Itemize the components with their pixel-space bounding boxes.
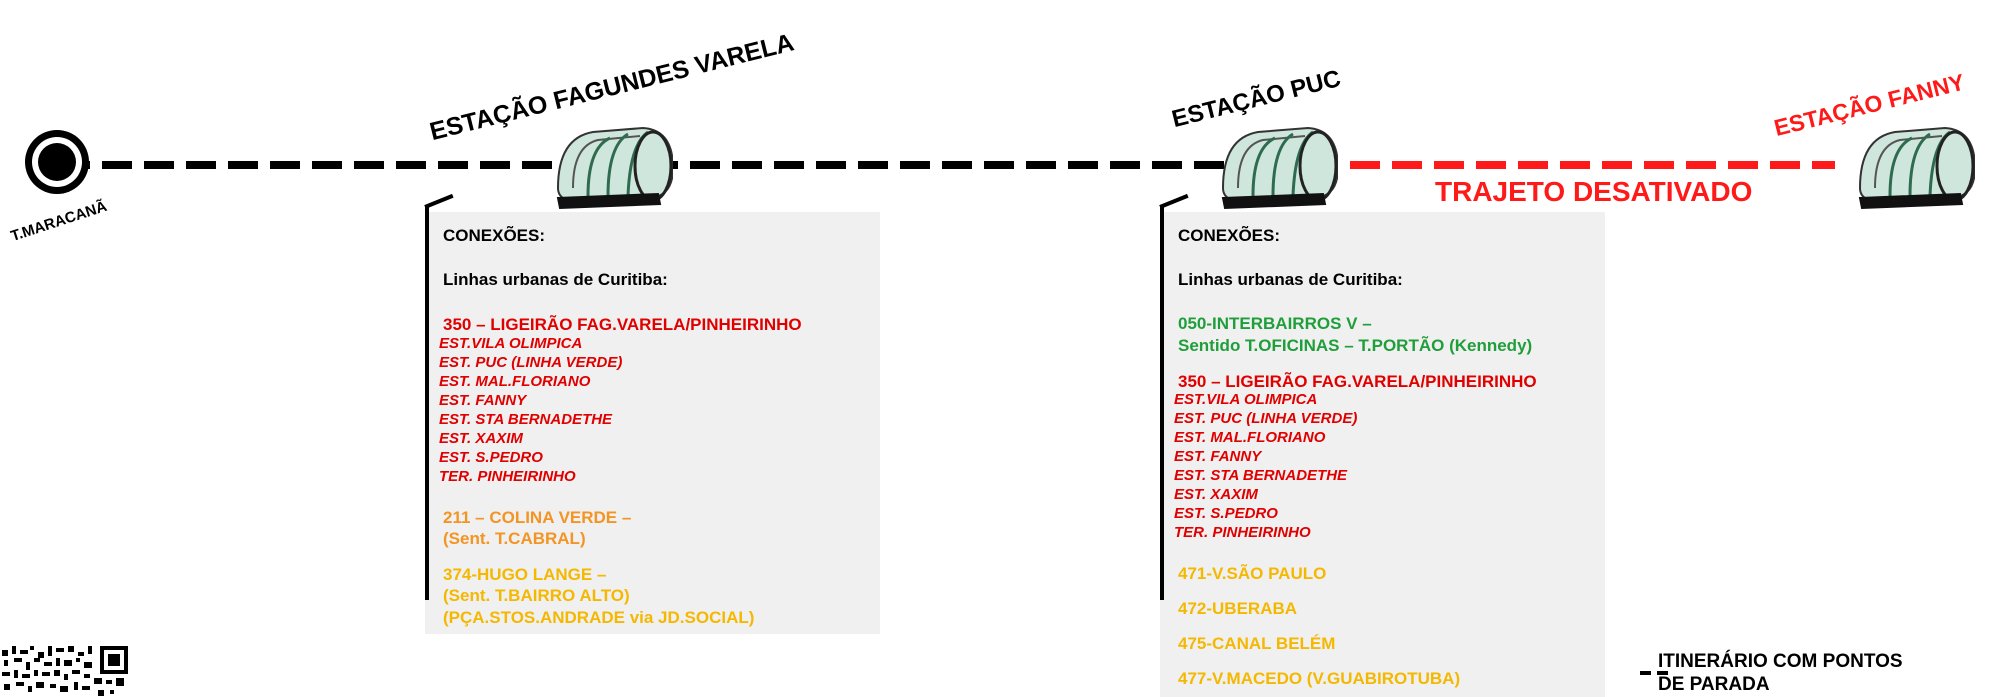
bus-line-211: 211 – COLINA VERDE – [443,508,632,527]
stop-item: EST. FANNY [439,392,527,409]
bus-line-050: 050-INTERBAIRROS V – [1178,314,1372,333]
bus-line-374-direction: (Sent. T.BAIRRO ALTO) [443,586,630,605]
bus-line-471: 471-V.SÃO PAULO [1178,564,1327,583]
panel-heading: CONEXÕES: [1178,226,1281,245]
bus-line-477: 477-V.MACEDO (V.GUABIROTUBA) [1178,669,1461,688]
stop-item: EST. S.PEDRO [439,449,543,466]
connections-panel-fagundes-varela [425,212,880,634]
legend-label-continued: DE PARADA [1658,674,1770,695]
stop-item: EST. STA BERNADETHE [1174,467,1348,484]
panel-subheading: Linhas urbanas de Curitiba: [1178,270,1403,289]
bus-line-350: 350 – LIGEIRÃO FAG.VARELA/PINHEIRINHO [1178,372,1537,391]
terminal-circle-icon [25,130,89,194]
bus-line-374: 374-HUGO LANGE – [443,565,607,584]
qr-code-icon [0,644,130,697]
bus-line-472: 472-UBERABA [1178,599,1298,618]
bus-line-374-route: (PÇA.STOS.ANDRADE via JD.SOCIAL) [443,608,755,627]
tube-station-icon [556,126,673,210]
legend-label: ITINERÁRIO COM PONTOS [1658,651,1903,672]
bus-line-211-direction: (Sent. T.CABRAL) [443,529,586,548]
tube-station-icon [1858,126,1975,210]
panel-bracket [425,205,429,600]
stop-item: EST. PUC (LINHA VERDE) [1174,410,1358,427]
stop-list: EST.VILA OLIMPICA EST. PUC (LINHA VERDE)… [439,334,622,486]
stop-item: EST. MAL.FLORIANO [1174,429,1326,446]
stop-item: EST. S.PEDRO [1174,505,1278,522]
connections-panel-puc [1160,212,1605,697]
bus-line-475: 475-CANAL BELÉM [1178,634,1336,653]
stop-item: EST. PUC (LINHA VERDE) [439,354,623,371]
bus-line-050-direction: Sentido T.OFICINAS – T.PORTÃO (Kennedy) [1178,336,1533,355]
bus-line-350: 350 – LIGEIRÃO FAG.VARELA/PINHEIRINHO [443,315,802,334]
stop-item: EST. MAL.FLORIANO [439,373,591,390]
stop-item: EST.VILA OLIMPICA [1174,391,1318,408]
panel-bracket [1160,205,1164,600]
stop-item: TER. PINHEIRINHO [1174,524,1311,541]
stop-item: TER. PINHEIRINHO [439,468,576,485]
tube-station-icon [1221,126,1338,210]
panel-subheading: Linhas urbanas de Curitiba: [443,270,668,289]
dashed-line-icon [1640,671,1670,675]
stop-list: EST.VILA OLIMPICA EST. PUC (LINHA VERDE)… [1174,390,1357,542]
stop-item: EST. FANNY [1174,448,1262,465]
stop-item: EST. XAXIM [1174,486,1258,503]
panel-heading: CONEXÕES: [443,226,546,245]
disabled-route-label: TRAJETO DESATIVADO [1435,176,1753,207]
stop-item: EST. XAXIM [439,430,523,447]
stop-item: EST. STA BERNADETHE [439,411,613,428]
stop-item: EST.VILA OLIMPICA [439,335,583,352]
